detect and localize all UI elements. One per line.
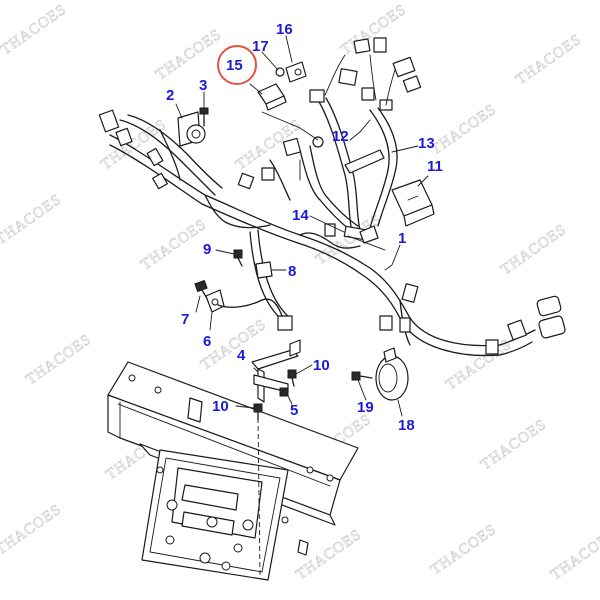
main-harness (109, 97, 536, 357)
callout-16[interactable]: 16 (276, 21, 293, 38)
watermark-text: THACOES (428, 101, 500, 158)
callout-19[interactable]: 19 (357, 399, 374, 416)
part-14-clip (359, 225, 379, 244)
callout-18[interactable]: 18 (398, 417, 415, 434)
watermark-text: THACOES (498, 221, 570, 278)
part-15-relay (257, 83, 287, 111)
part-9-bolt (233, 249, 243, 267)
part-11-module (391, 179, 435, 227)
watermark-text: THACOES (0, 1, 70, 58)
part-6-clamp (205, 289, 225, 313)
part-8-clip (255, 261, 273, 279)
callout-13[interactable]: 13 (418, 135, 435, 152)
callout-10-lower[interactable]: 10 (212, 398, 229, 415)
watermark-text: THACOES (513, 31, 585, 88)
watermark-text: THACOES (548, 526, 600, 583)
part-19-bolt (351, 371, 373, 381)
callout-9[interactable]: 9 (203, 241, 211, 258)
callout-14[interactable]: 14 (292, 207, 309, 224)
part-18-horn (375, 347, 409, 401)
callout-1[interactable]: 1 (398, 230, 406, 247)
leader-dash (257, 417, 261, 576)
callout-6[interactable]: 6 (203, 333, 211, 350)
callout-layer: 1 2 3 4 5 6 7 8 9 10 10 11 12 13 14 15 1… (166, 21, 443, 434)
mounting-plate (107, 361, 359, 581)
watermark-text: THACOES (0, 191, 65, 248)
watermark-text: THACOES (0, 501, 65, 558)
highlight-ring (217, 45, 257, 85)
watermark-text: THACOES (153, 26, 225, 83)
part-16-clamp (285, 61, 307, 83)
harness-connectors (98, 37, 566, 355)
callout-15[interactable]: 15 (226, 57, 243, 74)
sub-harness-wire (217, 298, 283, 317)
callout-7[interactable]: 7 (181, 311, 189, 328)
callout-5[interactable]: 5 (290, 402, 298, 419)
part-13-clip (344, 149, 385, 174)
part-2-grommet (177, 111, 206, 147)
callout-8[interactable]: 8 (288, 263, 296, 280)
leader-lines (175, 35, 429, 417)
watermark-text: THACOES (23, 331, 95, 388)
callout-11[interactable]: 11 (427, 158, 443, 175)
callout-10-upper[interactable]: 10 (313, 357, 330, 374)
callout-2[interactable]: 2 (166, 87, 174, 104)
part-10-bolt-upper (287, 369, 297, 387)
callout-4[interactable]: 4 (237, 347, 246, 364)
watermark-text: THACOES (428, 521, 500, 578)
callout-12[interactable]: 12 (332, 128, 349, 145)
part-3-bolt (199, 107, 209, 127)
part-5-bolt (279, 387, 289, 397)
watermark-text: THACOES (478, 416, 550, 473)
watermark-text: THACOES (293, 526, 365, 583)
callout-3[interactable]: 3 (199, 77, 207, 94)
watermark-text: THACOES (138, 216, 210, 273)
callout-17[interactable]: 17 (252, 38, 269, 55)
